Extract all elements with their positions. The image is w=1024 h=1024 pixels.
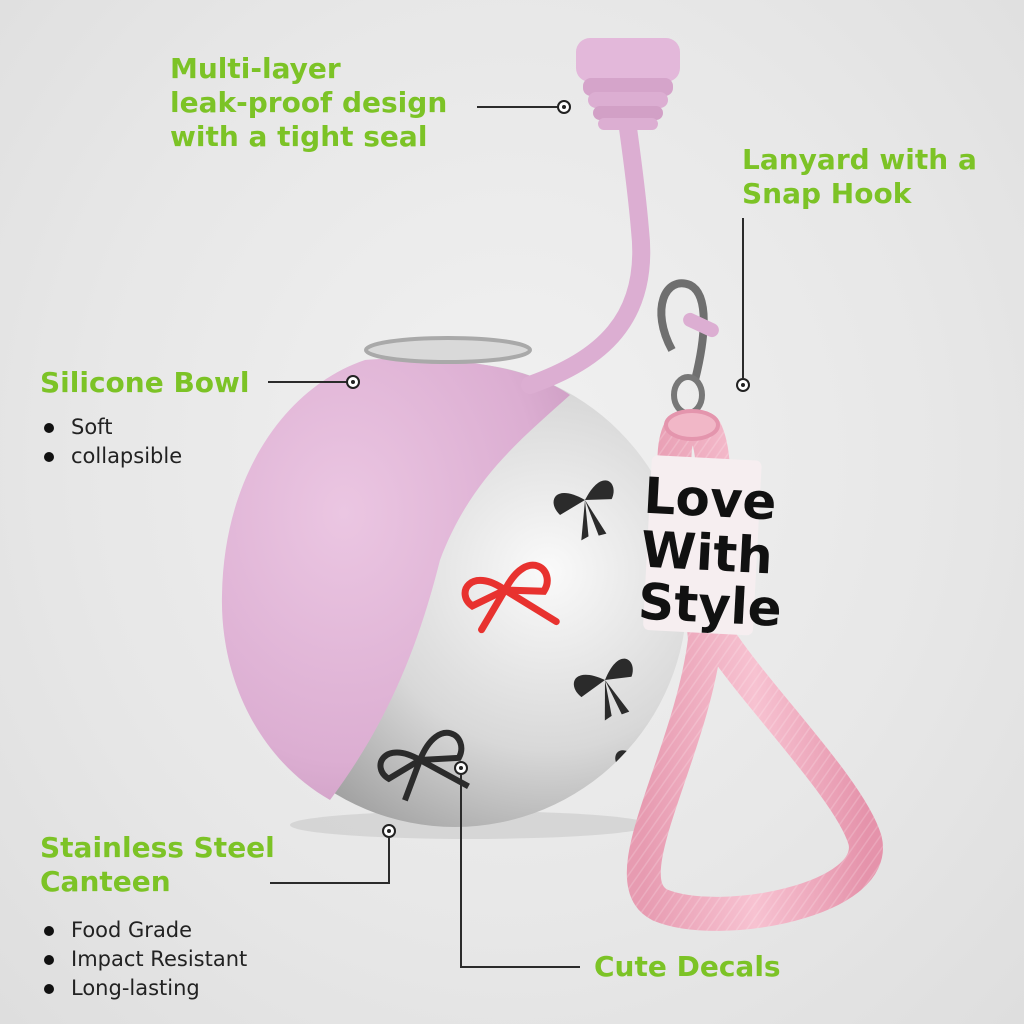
decals-callout: Cute Decals [594, 950, 781, 984]
bullet-dot-icon [44, 983, 54, 994]
silicone-bowl [221, 358, 570, 800]
seal-callout: Multi-layer leak-proof design with a tig… [170, 52, 447, 154]
bowl-bullet-2: collapsible [71, 444, 183, 468]
seal-leader-line [477, 106, 559, 108]
decals-callout-title: Cute Decals [594, 950, 781, 983]
canteen-callout: Stainless Steel Canteen [40, 831, 275, 899]
canteen-callout-line-2: Canteen [40, 865, 171, 898]
strap-tag: Love With Style [637, 455, 783, 638]
strap-tag-line-3: Style [637, 573, 783, 638]
callout-marker-icon [382, 824, 396, 838]
lanyard-leader-line [742, 218, 744, 378]
seal-callout-line-3: with a tight seal [170, 120, 428, 153]
bullet-dot-icon [44, 451, 54, 462]
lanyard-callout-line-2: Snap Hook [742, 177, 912, 210]
bullet-dot-icon [44, 954, 54, 965]
decals-leader-horizontal [460, 966, 580, 968]
canteen-callout-line-1: Stainless Steel [40, 831, 275, 864]
list-item: Impact Resistant [40, 945, 247, 974]
strap-tag-line-2: With [640, 521, 775, 586]
lanyard-callout-line-1: Lanyard with a [742, 143, 977, 176]
bullet-dot-icon [44, 422, 54, 433]
bowl-callout-title: Silicone Bowl [40, 366, 250, 399]
canteen-bullet-2: Impact Resistant [71, 947, 248, 971]
strap-tag-line-1: Love [642, 467, 778, 532]
list-item: Long-lasting [40, 974, 247, 1003]
callout-marker-icon [454, 761, 468, 775]
bowl-callout: Silicone Bowl [40, 366, 250, 400]
callout-marker-icon [346, 375, 360, 389]
lanyard-callout: Lanyard with a Snap Hook [742, 143, 977, 211]
decals-leader-vertical [460, 775, 462, 968]
callout-marker-icon [557, 100, 571, 114]
callout-marker-icon [736, 378, 750, 392]
canteen-mouth-ring [364, 336, 532, 364]
canteen-leader-vertical [388, 838, 390, 884]
seal-callout-line-1: Multi-layer [170, 52, 341, 85]
canteen-leader-horizontal [270, 882, 390, 884]
bowl-bullet-1: Soft [71, 415, 113, 439]
canteen-bullet-3: Long-lasting [71, 976, 200, 1000]
list-item: collapsible [40, 442, 182, 471]
canteen-bullet-1: Food Grade [71, 918, 193, 942]
bowl-leader-line [268, 381, 348, 383]
bullet-dot-icon [44, 925, 54, 936]
bowl-bullet-list: Soft collapsible [40, 413, 182, 471]
silicone-cap [576, 38, 680, 130]
seal-callout-line-2: leak-proof design [170, 86, 448, 119]
canteen-bullet-list: Food Grade Impact Resistant Long-lasting [40, 916, 247, 1003]
list-item: Soft [40, 413, 182, 442]
snap-hook-icon [657, 279, 719, 416]
list-item: Food Grade [40, 916, 247, 945]
